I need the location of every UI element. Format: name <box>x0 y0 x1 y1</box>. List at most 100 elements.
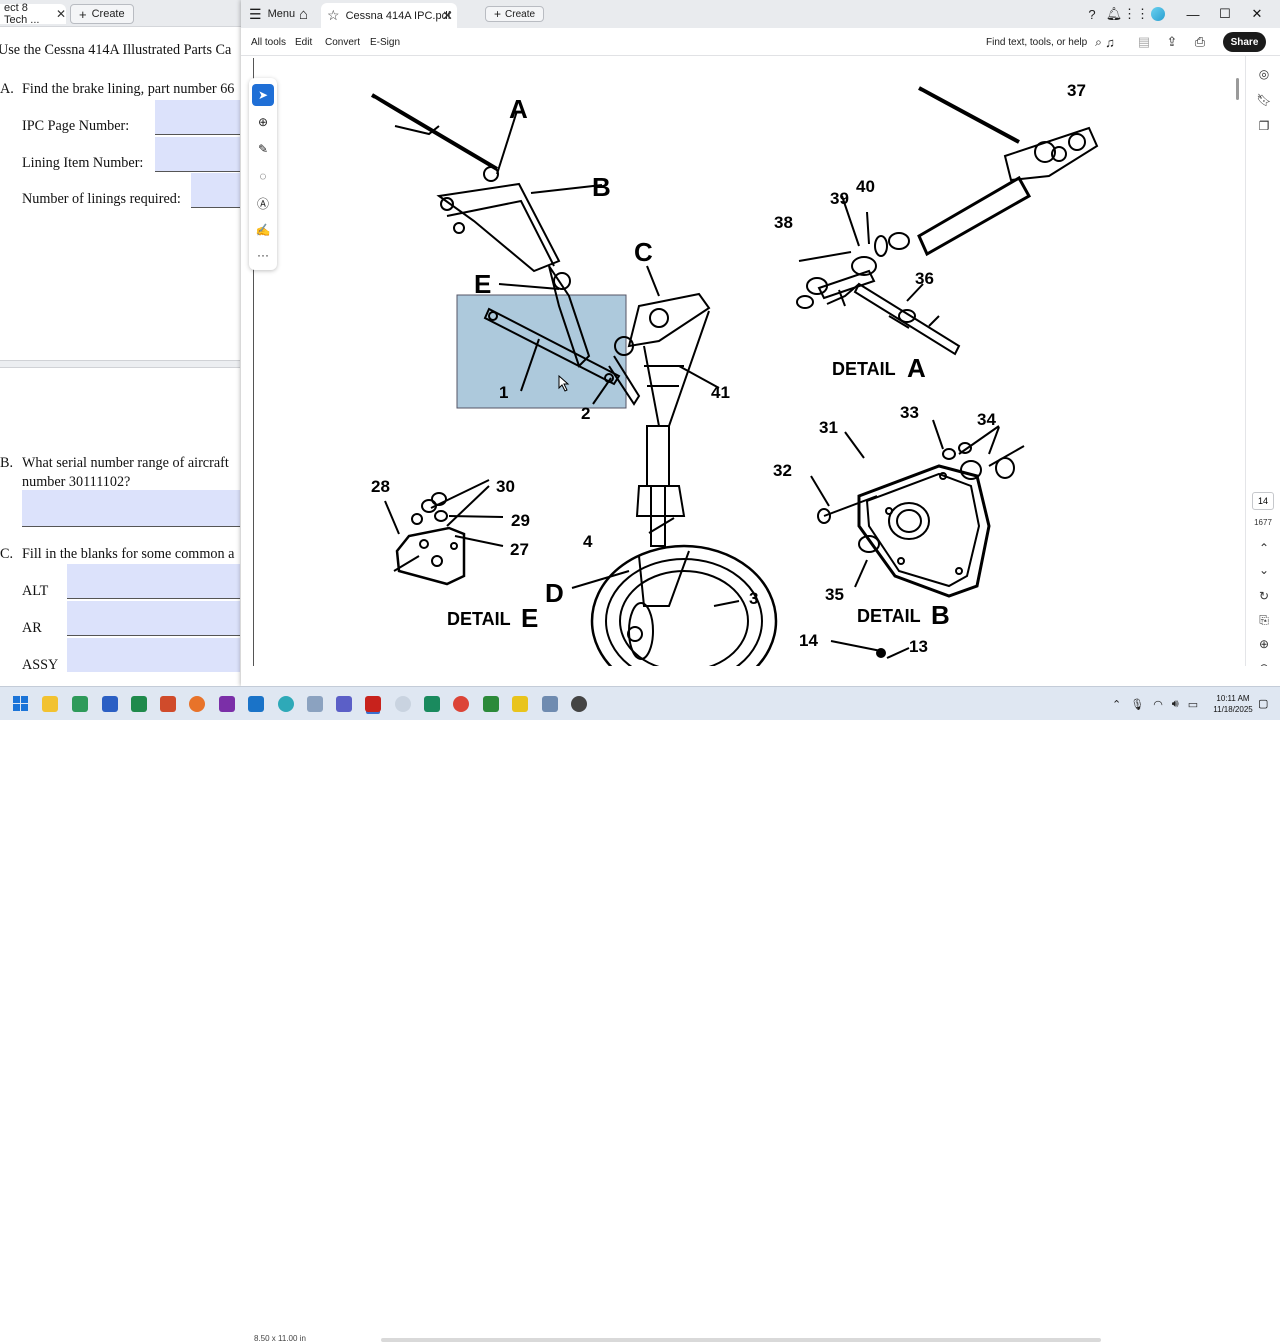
upload-icon[interactable]: ⇪ <box>1166 34 1178 49</box>
linings-required-field[interactable] <box>191 173 240 207</box>
esign-button[interactable]: E-Sign <box>370 36 401 48</box>
draw-lasso-icon[interactable]: ◌ <box>259 169 267 183</box>
rotate-icon[interactable]: ↻ <box>1258 589 1270 603</box>
share-button[interactable]: Share <box>1223 32 1266 52</box>
comment-icon[interactable]: ◎ <box>1258 67 1270 81</box>
chrome-icon[interactable] <box>453 696 469 712</box>
label-c: C <box>634 237 653 267</box>
help-icon[interactable]: ? <box>1088 6 1096 22</box>
label-3: 3 <box>749 589 758 608</box>
create-label: Create <box>505 8 536 20</box>
highlight-pen-icon[interactable]: ✎ <box>257 142 269 156</box>
excel-icon[interactable] <box>131 696 147 712</box>
close-tab-icon[interactable]: ✕ <box>442 7 453 23</box>
word-icon[interactable] <box>102 696 118 712</box>
label-41: 41 <box>711 383 730 402</box>
windows-start-icon[interactable] <box>13 696 29 712</box>
detail-a-letter: A <box>907 353 926 383</box>
dell-icon[interactable] <box>395 696 411 712</box>
document-view[interactable]: A B C E D 1 2 41 3 4 37 38 39 40 36 31 3… <box>259 56 1234 668</box>
print-icon[interactable]: ⎙ <box>1194 34 1206 49</box>
powerpoint-icon[interactable] <box>160 696 176 712</box>
question-c-text: Fill in the blanks for some common a <box>22 546 235 562</box>
star-icon[interactable]: ☆ <box>327 7 340 23</box>
right-rail: ◎ 🔖︎ ❐ 14 1677 ⌃ ⌄ ↻ ⎘ ⊕ ⊖ <box>1245 56 1280 686</box>
horizontal-scrollbar[interactable] <box>381 1338 1101 1342</box>
home-icon[interactable]: ⌂ <box>299 5 309 23</box>
read-aloud-icon[interactable]: ♫ <box>1105 34 1115 50</box>
page-separator <box>0 360 240 368</box>
find-placeholder: Find text, tools, or help <box>986 36 1088 48</box>
network-app-icon[interactable] <box>542 696 558 712</box>
question-b-field[interactable] <box>22 490 240 526</box>
convert-button[interactable]: Convert <box>325 36 361 48</box>
recording-app-icon[interactable] <box>571 696 587 712</box>
teams-icon[interactable] <box>336 696 352 712</box>
diagram-labels: A B C E D 1 2 41 3 4 37 38 39 40 36 31 3… <box>371 81 1086 656</box>
zoom-in-icon[interactable]: ⊕ <box>1258 637 1270 651</box>
fit-page-icon[interactable]: ⎘ <box>1259 612 1269 627</box>
firefox-icon[interactable] <box>189 696 205 712</box>
scroll-thumb[interactable] <box>1236 78 1239 100</box>
microphone-icon[interactable]: 🎙︎ <box>1130 698 1145 711</box>
close-icon[interactable]: ✕ <box>55 7 66 21</box>
lining-item-field[interactable] <box>155 137 240 171</box>
label-14: 14 <box>799 631 818 650</box>
bookmark-icon[interactable]: 🔖︎ <box>1256 93 1272 107</box>
abbr-alt-field[interactable] <box>67 564 240 598</box>
settings-app-icon[interactable] <box>278 696 294 712</box>
select-cursor-icon[interactable]: ➤ <box>252 84 274 106</box>
publisher-icon[interactable] <box>424 696 440 712</box>
abbr-assy-field[interactable] <box>67 638 240 672</box>
background-doc-tab-title: ect 8 Tech ... <box>4 2 40 26</box>
zoom-icon[interactable]: ⊕ <box>257 115 269 129</box>
maximize-button[interactable]: ☐ <box>1219 6 1231 21</box>
chevron-down-icon[interactable]: ⌄ <box>1258 563 1270 577</box>
vertical-scrollbar[interactable] <box>1234 60 1242 668</box>
outlook-icon[interactable] <box>248 696 264 712</box>
search-icon[interactable]: ⌕ <box>1095 34 1102 49</box>
ipc-page-field[interactable] <box>155 100 240 134</box>
all-tools-button[interactable]: All tools <box>251 36 287 48</box>
avatar[interactable] <box>1151 7 1165 21</box>
abbr-ar-field[interactable] <box>67 601 240 635</box>
battery-icon[interactable]: ▭ <box>1187 698 1199 711</box>
menu-button[interactable]: ☰ Menu <box>249 0 295 28</box>
apps-grid-icon[interactable]: ⋮⋮ <box>1123 6 1149 21</box>
page-number-input[interactable]: 14 <box>1252 492 1274 510</box>
green-app-icon[interactable] <box>483 696 499 712</box>
more-tools-icon[interactable]: ··· <box>257 248 269 262</box>
background-doc-tab[interactable]: ect 8 Tech ... ✕ <box>0 2 66 26</box>
snipping-tool-icon[interactable] <box>307 696 323 712</box>
text-box-icon[interactable]: Ⓐ <box>256 196 269 211</box>
sign-icon[interactable]: ✍ <box>255 223 271 237</box>
chevron-up-icon[interactable]: ⌃ <box>1258 541 1270 555</box>
abbr-ar-label: AR <box>22 620 42 636</box>
wifi-icon[interactable]: ◠ <box>1153 698 1163 711</box>
onenote-icon[interactable] <box>219 696 235 712</box>
background-create-button[interactable]: + Create <box>70 4 134 24</box>
minimize-button[interactable]: — <box>1186 6 1200 22</box>
clock[interactable]: 10:11 AM 11/18/2025 <box>1206 693 1260 715</box>
bell-icon[interactable]: 🔔︎ <box>1105 6 1123 21</box>
detail-a-word: DETAIL <box>832 359 896 379</box>
calculator-icon[interactable] <box>72 696 88 712</box>
detail-b-letter: B <box>931 600 950 630</box>
label-b: B <box>592 172 611 202</box>
label-27: 27 <box>510 540 529 559</box>
volume-icon[interactable]: 🔊︎ <box>1171 697 1179 710</box>
notification-icon[interactable]: ▢ <box>1258 698 1269 710</box>
acrobat-taskbar-icon[interactable] <box>365 696 381 712</box>
document-tab[interactable]: ☆ Cessna 414A IPC.pdf ✕ <box>321 3 457 28</box>
file-explorer-icon[interactable] <box>42 696 58 712</box>
chevron-up-icon[interactable]: ⌃ <box>1112 698 1122 711</box>
edit-button[interactable]: Edit <box>295 36 313 48</box>
pages-icon[interactable]: ❐ <box>1258 119 1270 133</box>
label-28: 28 <box>371 477 390 496</box>
close-window-button[interactable]: ✕ <box>1251 6 1263 21</box>
abbr-alt-label: ALT <box>22 583 49 599</box>
find-search-box[interactable]: Find text, tools, or help ⌕ <box>986 28 1102 56</box>
save-icon[interactable]: ▤ <box>1137 34 1151 49</box>
create-button[interactable]: + Create <box>485 6 545 22</box>
yellow-app-icon[interactable] <box>512 696 528 712</box>
